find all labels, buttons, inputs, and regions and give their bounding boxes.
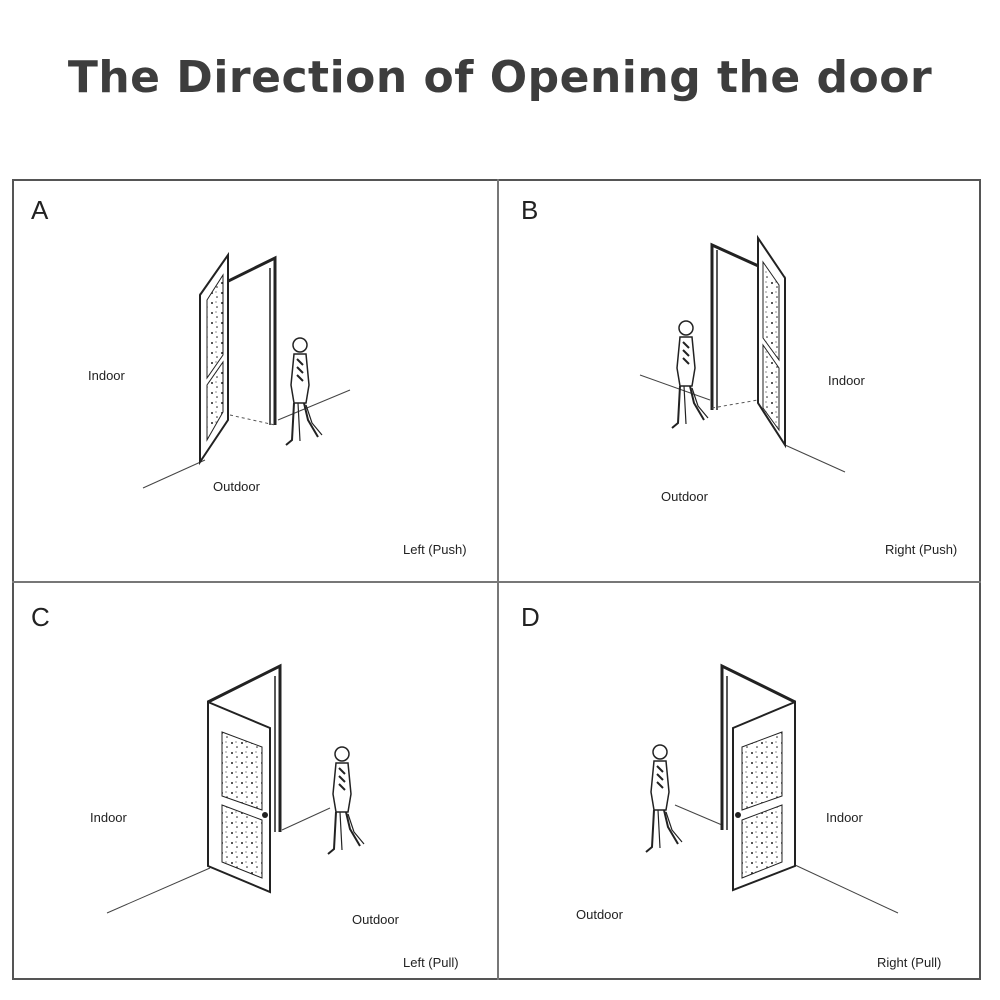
panel-d-letter: D: [521, 602, 540, 632]
panel-b-letter: B: [521, 195, 539, 225]
panel-c-scene: [106, 663, 365, 914]
panel-b-caption: Right (Push): [885, 542, 958, 557]
panel-c-indoor-label: Indoor: [90, 810, 127, 825]
grid-divider-vertical: [497, 179, 499, 980]
panel-a-scene: [142, 251, 351, 489]
panel-c-caption: Left (Pull): [403, 955, 459, 970]
panel-a-outdoor-label: Outdoor: [213, 479, 260, 494]
panel-b-outdoor-label: Outdoor: [661, 489, 708, 504]
diagram-grid: [12, 179, 981, 980]
panel-a-caption: Left (Push): [403, 542, 467, 557]
grid-divider-horizontal: [12, 581, 981, 583]
panel-d-scene: [645, 663, 899, 914]
panel-d-indoor-label: Indoor: [826, 810, 863, 825]
panel-d-caption: Right (Pull): [877, 955, 942, 970]
panel-c-letter: C: [31, 602, 50, 632]
panel-c-outdoor-label: Outdoor: [352, 912, 399, 927]
panel-b-indoor-label: Indoor: [828, 373, 865, 388]
panel-d-outdoor-label: Outdoor: [576, 907, 623, 922]
page-title: The Direction of Opening the door: [67, 52, 933, 103]
panel-a-letter: A: [31, 195, 49, 225]
panel-a-indoor-label: Indoor: [88, 368, 125, 383]
panel-b-scene: [639, 234, 846, 473]
